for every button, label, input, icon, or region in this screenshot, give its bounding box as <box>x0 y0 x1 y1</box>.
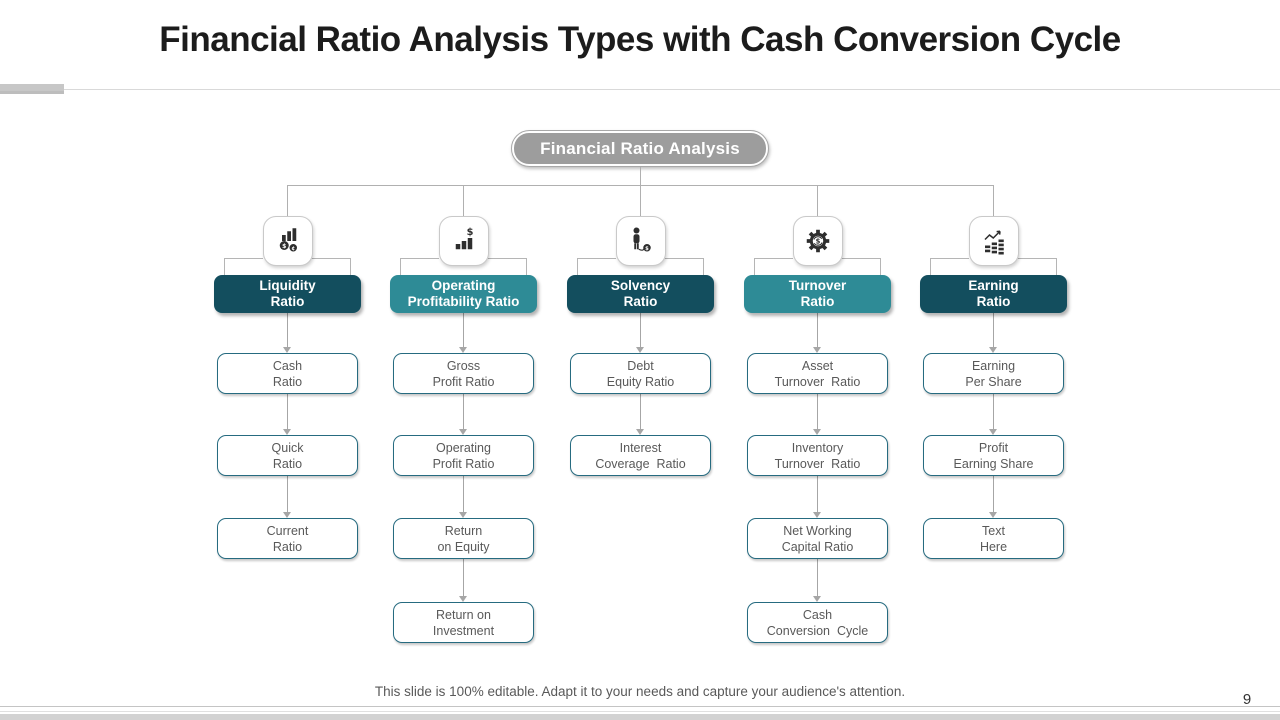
slide-title: Financial Ratio Analysis Types with Cash… <box>159 20 1121 59</box>
growth-arrow-chart-icon <box>984 230 1004 255</box>
node-debt-equity-ratio[interactable]: Debt Equity Ratio <box>570 353 711 394</box>
svg-text:$: $ <box>816 238 821 246</box>
column-connector-line <box>817 185 818 216</box>
category-header-operating-profitability-ratio[interactable]: Operating Profitability Ratio <box>390 275 537 313</box>
svg-text:¢: ¢ <box>291 246 295 252</box>
bracket-right <box>1018 258 1057 275</box>
node-earning-per-share[interactable]: Earning Per Share <box>923 353 1064 394</box>
down-arrow <box>459 394 467 435</box>
category-header-earning-ratio[interactable]: Earning Ratio <box>920 275 1067 313</box>
bracket-right <box>842 258 881 275</box>
svg-text:$: $ <box>282 243 286 250</box>
node-cash-ratio[interactable]: Cash Ratio <box>217 353 358 394</box>
column-connector-line <box>287 185 288 216</box>
down-arrow <box>459 313 467 353</box>
category-header-liquidity-ratio[interactable]: Liquidity Ratio <box>214 275 361 313</box>
root-connector-line <box>640 167 641 185</box>
icon-box <box>969 216 1019 266</box>
node-quick-ratio[interactable]: Quick Ratio <box>217 435 358 476</box>
down-arrow <box>283 476 291 518</box>
down-arrow <box>989 313 997 353</box>
footer-divider-1 <box>0 706 1280 707</box>
node-current-ratio[interactable]: Current Ratio <box>217 518 358 559</box>
column-connector-line <box>993 185 994 216</box>
node-text-here[interactable]: Text Here <box>923 518 1064 559</box>
node-return-on-investment[interactable]: Return on Investment <box>393 602 534 643</box>
footer-divider-2 <box>0 711 1280 712</box>
column-solvency: $ Solvency Ratio Debt Equity Ratio Inter… <box>567 0 714 720</box>
root-node[interactable]: Financial Ratio Analysis <box>511 130 769 167</box>
down-arrow <box>813 313 821 353</box>
node-inventory-turnover-ratio[interactable]: Inventory Turnover Ratio <box>747 435 888 476</box>
down-arrow <box>813 394 821 435</box>
node-cash-conversion-cycle[interactable]: Cash Conversion Cycle <box>747 602 888 643</box>
dollar-growth-bars-icon: $ <box>455 227 474 250</box>
title-divider <box>64 89 1280 90</box>
node-return-on-equity[interactable]: Return on Equity <box>393 518 534 559</box>
category-header-solvency-ratio[interactable]: Solvency Ratio <box>567 275 714 313</box>
icon-box: $ <box>616 216 666 266</box>
bracket-left <box>577 258 616 275</box>
column-operating-profitability: $ Operating Profitability Ratio Gross Pr… <box>390 0 537 720</box>
title-accent-tab <box>0 84 64 94</box>
node-interest-coverage-ratio[interactable]: Interest Coverage Ratio <box>570 435 711 476</box>
down-arrow <box>283 394 291 435</box>
svg-text:$: $ <box>467 227 474 238</box>
column-liquidity: $ ¢ Liquidity Ratio Cash Ratio Quick Rat… <box>214 0 361 720</box>
column-earning: Earning Ratio Earning Per Share Profit E… <box>920 0 1067 720</box>
column-connector-line <box>463 185 464 216</box>
svg-text:$: $ <box>645 246 649 252</box>
down-arrow <box>989 394 997 435</box>
column-turnover: $ Turnover Ratio Asset Turnover Ratio In… <box>744 0 891 720</box>
icon-box: $ <box>439 216 489 266</box>
bracket-right <box>665 258 704 275</box>
down-arrow <box>813 476 821 518</box>
bracket-right <box>488 258 527 275</box>
down-arrow <box>989 476 997 518</box>
icon-box: $ <box>793 216 843 266</box>
bar-chart-coins-icon: $ ¢ <box>279 228 297 252</box>
node-net-working-capital-ratio[interactable]: Net Working Capital Ratio <box>747 518 888 559</box>
down-arrow <box>459 476 467 518</box>
bracket-left <box>930 258 969 275</box>
column-connector-line <box>640 185 641 216</box>
down-arrow <box>283 313 291 353</box>
bracket-left <box>754 258 793 275</box>
node-gross-profit-ratio[interactable]: Gross Profit Ratio <box>393 353 534 394</box>
footer-band <box>0 714 1280 720</box>
root-node-label: Financial Ratio Analysis <box>514 133 766 164</box>
debt-burden-person-icon: $ <box>633 227 651 252</box>
footer-note: This slide is 100% editable. Adapt it to… <box>374 684 906 699</box>
page-number: 9 <box>1242 691 1252 708</box>
dollar-gear-icon: $ <box>806 229 830 253</box>
down-arrow <box>459 559 467 602</box>
category-header-turnover-ratio[interactable]: Turnover Ratio <box>744 275 891 313</box>
node-operating-profit-ratio[interactable]: Operating Profit Ratio <box>393 435 534 476</box>
down-arrow <box>813 559 821 602</box>
down-arrow <box>636 394 644 435</box>
node-asset-turnover-ratio[interactable]: Asset Turnover Ratio <box>747 353 888 394</box>
down-arrow <box>636 313 644 353</box>
bracket-left <box>224 258 263 275</box>
bracket-left <box>400 258 439 275</box>
node-profit-earning-share[interactable]: Profit Earning Share <box>923 435 1064 476</box>
icon-box: $ ¢ <box>263 216 313 266</box>
bracket-right <box>312 258 351 275</box>
